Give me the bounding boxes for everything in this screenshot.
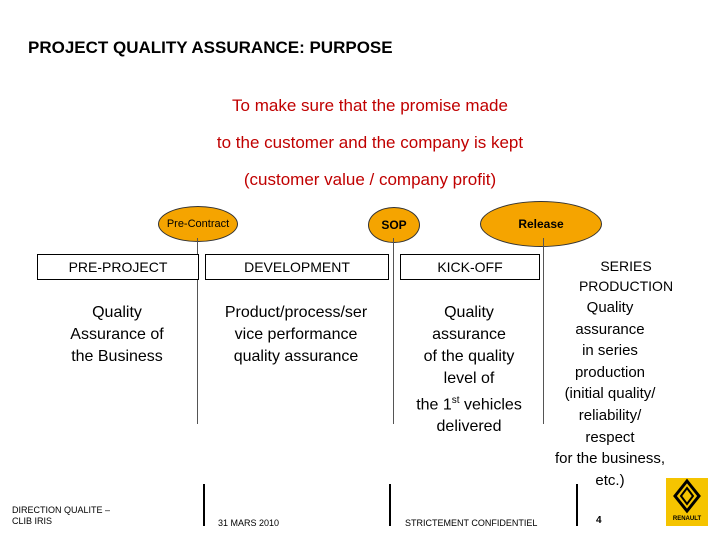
- text-line: delivered: [436, 418, 502, 436]
- text-line: (initial quality/: [564, 385, 656, 403]
- text-line: the 1st vehicles: [416, 395, 522, 414]
- renault-diamond-icon: [673, 478, 701, 514]
- footer-org-line: DIRECTION QUALITE –: [12, 505, 111, 515]
- text-line: quality assurance: [233, 348, 359, 365]
- footer-divider: [203, 484, 205, 526]
- text-line: Quality: [92, 304, 142, 321]
- phase-header-kick-off: KICK-OFF: [400, 254, 540, 280]
- kick-off-description: Quality assurance of the quality level o…: [400, 302, 538, 438]
- purpose-line-2: to the customer and the company is kept: [216, 133, 524, 152]
- phase-header-development: DEVELOPMENT: [205, 254, 389, 280]
- development-description: Product/process/ser vice performance qua…: [205, 302, 387, 368]
- series-production-description: Quality assurance in series production (…: [536, 297, 684, 491]
- divider-line: [197, 238, 198, 424]
- pre-contract-milestone: Pre-Contract: [158, 206, 238, 242]
- purpose-line-3: (customer value / company profit): [243, 170, 497, 189]
- text-line: Quality: [444, 304, 494, 321]
- text-line: etc.): [595, 471, 625, 489]
- text-line: respect: [585, 428, 635, 446]
- text-line: assurance: [575, 320, 645, 338]
- divider-line: [393, 238, 394, 424]
- pre-project-description: Quality Assurance of the Business: [37, 302, 197, 368]
- text-line: for the business,: [554, 450, 666, 468]
- footer-divider: [576, 484, 578, 526]
- purpose-line-1: To make sure that the promise made: [232, 96, 508, 115]
- renault-logo: RENAULT: [666, 478, 708, 526]
- text-line: Product/process/ser: [224, 304, 368, 321]
- page-number: 4: [596, 515, 602, 526]
- footer-date: 31 MARS 2010: [218, 518, 280, 528]
- footer-org-line: CLIB IRIS: [12, 516, 53, 526]
- footer-confidential: STRICTEMENT CONFIDENTIEL: [405, 518, 538, 528]
- page-title: PROJECT QUALITY ASSURANCE: PURPOSE: [28, 38, 393, 57]
- text-line: level of: [443, 370, 495, 387]
- text-line: in series: [582, 342, 638, 360]
- release-milestone: Release: [480, 201, 602, 247]
- sop-milestone: SOP: [368, 207, 420, 243]
- divider-line: [543, 238, 544, 424]
- renault-logo-text: RENAULT: [672, 516, 702, 522]
- footer-organization: DIRECTION QUALITE – CLIB IRIS: [12, 505, 110, 527]
- phase-header-pre-project: PRE-PROJECT: [37, 254, 199, 280]
- text-line: vice performance: [234, 326, 358, 343]
- text-line: assurance: [432, 326, 506, 343]
- text-line: the Business: [71, 348, 163, 365]
- footer-divider: [389, 484, 391, 526]
- phase-header-series-production: SERIES PRODUCTION: [560, 256, 692, 296]
- text-line: production: [574, 363, 646, 381]
- text-line: of the quality: [423, 348, 515, 365]
- text-line: Quality: [586, 299, 634, 316]
- text-line: Assurance of: [70, 326, 164, 343]
- text-line: reliability/: [578, 406, 642, 424]
